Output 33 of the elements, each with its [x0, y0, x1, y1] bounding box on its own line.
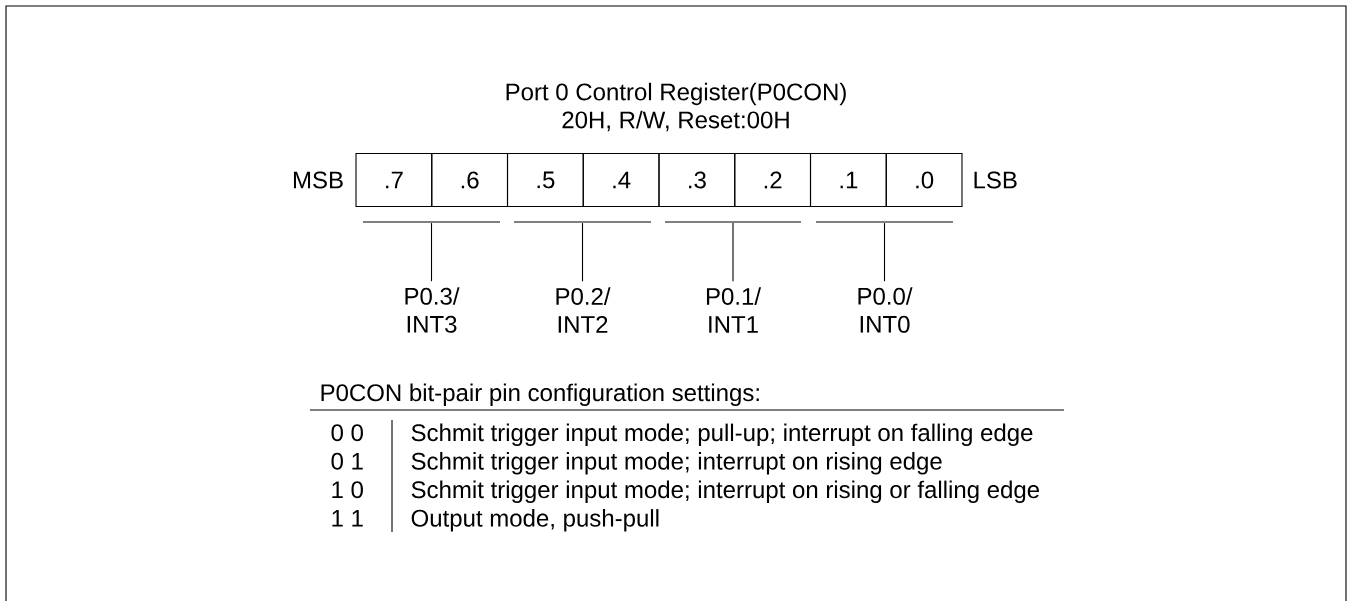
pin-label: P0.1/ INT1	[706, 287, 761, 333]
bit-cell: .1	[809, 152, 887, 208]
bit-code: 0 0	[331, 424, 363, 442]
pin-label: P0.3/ INT3	[405, 287, 460, 333]
bracket-line	[816, 221, 953, 223]
mode-description: Schmit trigger input mode; pull-up; interrupt on falling edge	[411, 423, 1033, 446]
mode-description: Output mode, push-pull	[411, 509, 659, 532]
bit-code: 0 1	[331, 452, 363, 470]
bracket-line	[363, 221, 500, 223]
leader-line	[732, 222, 734, 282]
leader-line	[581, 222, 584, 282]
bit-cell: .4	[582, 152, 660, 208]
pin-label: P0.2/ INT2	[556, 287, 611, 333]
bit-code: 1 0	[332, 481, 363, 499]
bit-cell: .7	[355, 152, 433, 208]
bit-cell: .3	[658, 152, 736, 208]
bit-cell: .6	[431, 152, 509, 208]
bracket-line	[665, 221, 801, 223]
leader-line	[430, 222, 433, 282]
mode-description: Schmit trigger input mode; interrupt on rising or falling edge	[411, 480, 1040, 503]
bit-cell: .0	[885, 152, 963, 208]
title: Port 0 Control Register(P0CON)	[506, 82, 846, 106]
table-heading: P0CON bit-pair pin configuration settings:	[321, 383, 759, 406]
register-label: MSB	[294, 171, 343, 189]
subtitle: 20H, R/W, Reset:00H	[562, 110, 789, 132]
register-label: LSB	[974, 171, 1017, 189]
mode-description: Schmit trigger input mode; interrupt on rising edge	[411, 452, 942, 475]
bracket-line	[514, 221, 651, 223]
bit-cell: .5	[506, 152, 584, 208]
pin-label: P0.0/ INT0	[858, 287, 913, 333]
leader-line	[883, 222, 886, 282]
bit-cell: .2	[734, 152, 812, 208]
bit-code: 1 1	[332, 510, 363, 527]
